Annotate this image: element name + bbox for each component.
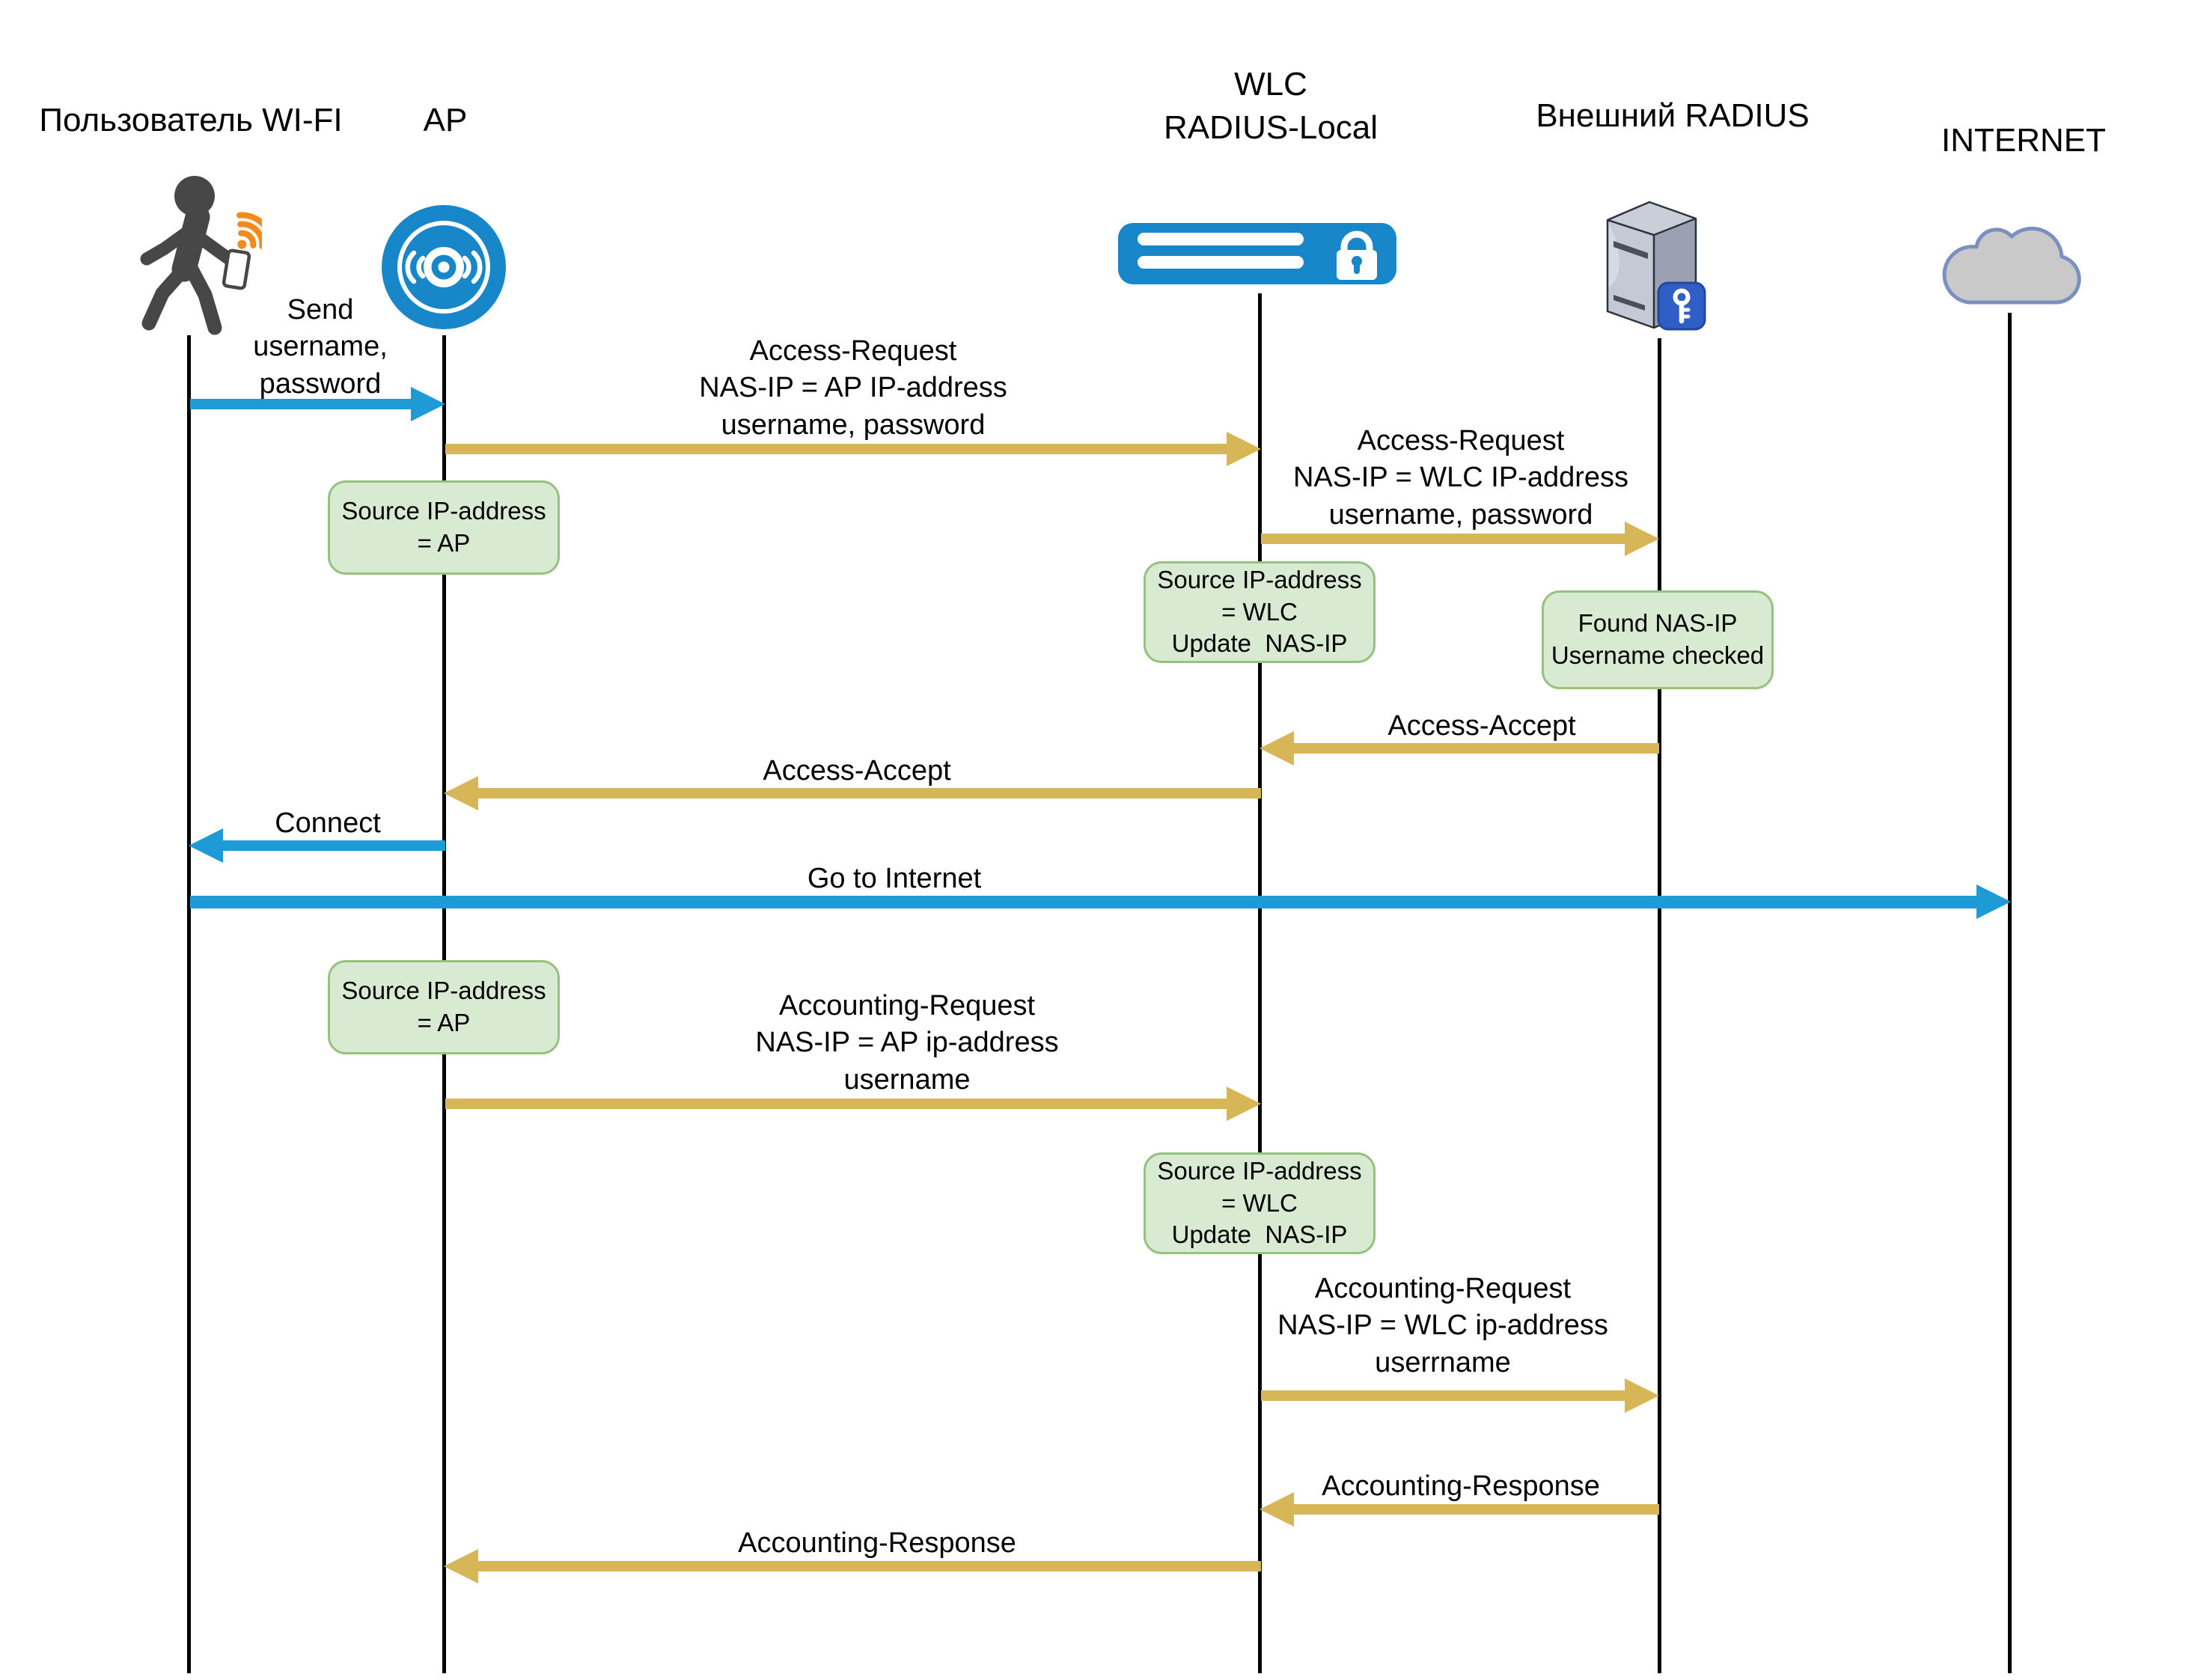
message-label-access-request-wlc: Access-Request NAS-IP = WLC IP-address u…	[1292, 425, 1629, 531]
actor-header-user: Пользователь WI-FI	[39, 102, 343, 138]
wifi-user-icon	[140, 176, 262, 335]
arrowhead	[1625, 1378, 1659, 1413]
note-ap-accounting: Source IP-address = AP	[328, 960, 560, 1054]
arrow-connect	[189, 828, 445, 863]
arrowhead	[411, 387, 445, 421]
radius-server-icon	[1606, 201, 1706, 331]
arrowhead	[1260, 1492, 1294, 1527]
wifi-signal-icon	[236, 212, 262, 250]
arrow-accounting-request-ap	[445, 1087, 1261, 1121]
message-label-accounting-response-wlc: Accounting-Response	[738, 1527, 1016, 1559]
note-ap-auth: Source IP-address = AP	[328, 480, 560, 575]
actor-header-internet: INTERNET	[1941, 122, 2106, 159]
key-badge-icon	[1657, 281, 1706, 331]
arrowhead	[1625, 522, 1659, 556]
internet-cloud-icon	[1942, 226, 2081, 305]
arrow-accounting-response-radius	[1260, 1492, 1659, 1527]
arrowhead	[189, 828, 223, 863]
arrowhead	[1227, 432, 1261, 466]
actor-header-external-radius: Внешний RADIUS	[1536, 97, 1810, 134]
arrowhead	[444, 1549, 478, 1583]
arrowhead	[444, 776, 478, 810]
note-radius-found: Found NAS-IP Username checked	[1542, 590, 1774, 689]
actor-header-ap: AP	[423, 102, 468, 138]
arrow-access-accept-wlc	[444, 776, 1261, 810]
message-label-access-accept-wlc: Access-Accept	[763, 755, 951, 786]
message-label-go-to-internet: Go to Internet	[807, 863, 982, 894]
arrowhead	[1976, 885, 2011, 919]
lock-icon	[1337, 230, 1377, 280]
note-wlc-accounting: Source IP-address = WLC Update NAS-IP	[1144, 1152, 1376, 1254]
message-label-connect: Connect	[275, 807, 381, 839]
lifeline-wlc	[1258, 293, 1262, 1673]
actor-header-wlc: WLC RADIUS-Local	[1163, 66, 1379, 147]
message-label-accounting-request-ap: Accounting-Request NAS-IP = AP ip-addres…	[755, 990, 1059, 1096]
arrow-go-to-internet	[190, 885, 2011, 919]
lifeline-internet	[2008, 313, 2012, 1673]
message-label-accounting-response-radius: Accounting-Response	[1322, 1470, 1600, 1502]
arrowhead	[1260, 731, 1294, 766]
arrow-access-request-ap	[445, 432, 1261, 466]
message-label-send-credentials: Send username, password	[253, 294, 388, 400]
arrow-access-request-wlc	[1261, 522, 1659, 556]
message-label-access-accept-radius: Access-Accept	[1387, 710, 1576, 742]
message-label-accounting-request-wlc: Accounting-Request NAS-IP = WLC ip-addre…	[1277, 1273, 1608, 1378]
lifeline-external-radius	[1658, 338, 1661, 1673]
wlc-radius-icon	[1118, 223, 1396, 284]
note-wlc-auth: Source IP-address = WLC Update NAS-IP	[1144, 561, 1376, 663]
message-label-access-request-ap: Access-Request NAS-IP = AP IP-address us…	[699, 335, 1007, 441]
lifeline-user	[187, 335, 191, 1673]
access-point-icon	[382, 205, 506, 329]
arrow-accounting-request-wlc	[1261, 1378, 1659, 1413]
arrowhead	[1227, 1087, 1261, 1121]
arrow-access-accept-radius	[1260, 731, 1659, 766]
arrow-accounting-response-wlc	[444, 1549, 1261, 1583]
arrow-send-credentials	[190, 387, 445, 421]
